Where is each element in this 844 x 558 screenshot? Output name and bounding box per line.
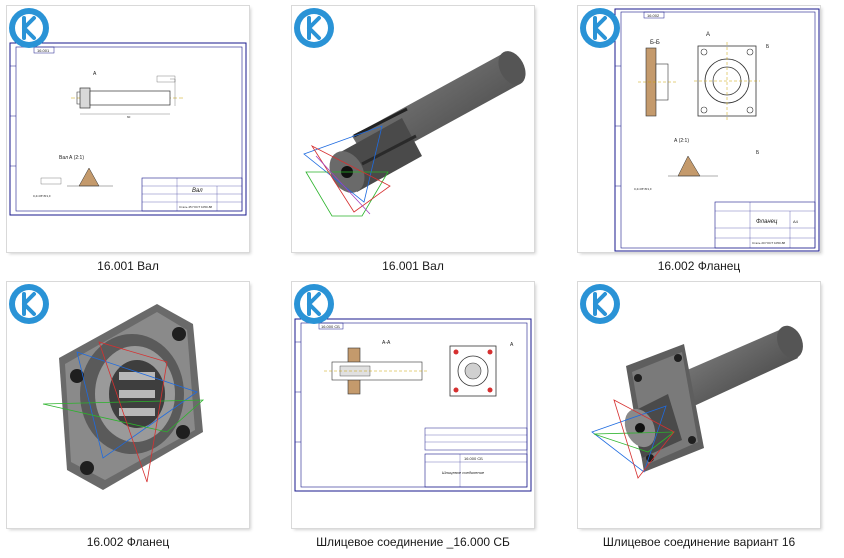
kompas-logo-icon xyxy=(580,8,620,48)
file-thumbnail xyxy=(7,282,249,528)
file-tile[interactable]: 16.001 Вал xyxy=(292,6,534,276)
svg-text:Б-Б: Б-Б xyxy=(650,40,660,46)
svg-text:Сталь 20 ГОСТ 1050-88: Сталь 20 ГОСТ 1050-88 xyxy=(752,241,785,245)
file-thumbnail: 16.002 Б-Б А Б Б А (2:1) xyxy=(578,6,820,252)
kompas-logo-icon xyxy=(294,284,334,324)
svg-text:16.001: 16.001 xyxy=(37,48,50,53)
kompas-logo-icon xyxy=(294,8,334,48)
file-thumbnail: 16.000 СБ А-А А xyxy=(292,282,534,528)
file-name: Шлицевое соединение вариант 16 xyxy=(602,535,796,549)
svg-text:0,4×45°/R1,F: 0,4×45°/R1,F xyxy=(33,194,51,198)
svg-text:А: А xyxy=(510,342,514,348)
file-tile[interactable]: 16.002 Б-Б А Б Б А (2:1) xyxy=(578,6,820,276)
svg-text:Б: Б xyxy=(756,150,760,156)
drawing-thumbnail-assembly: 16.000 СБ А-А А xyxy=(294,318,532,492)
svg-text:Шлицевое соединение: Шлицевое соединение xyxy=(442,470,485,475)
kompas-logo-icon xyxy=(9,284,49,324)
svg-text:А (2:1): А (2:1) xyxy=(674,138,689,144)
svg-text:А-А: А-А xyxy=(382,340,391,346)
svg-text:Сталь 45 ГОСТ 1050-88: Сталь 45 ГОСТ 1050-88 xyxy=(179,205,212,209)
svg-text:А: А xyxy=(706,32,710,38)
svg-text:60: 60 xyxy=(127,115,131,119)
kompas-logo-icon xyxy=(9,8,49,48)
svg-text:Вал: Вал xyxy=(192,188,203,194)
file-name: 16.001 Вал xyxy=(382,259,444,273)
file-name: Шлицевое соединение _16.000 СБ xyxy=(316,535,510,549)
drawing-thumbnail-shaft: 16.001 А 60 Вал А (2:1) 0,4×45°/R1,F xyxy=(9,42,247,216)
file-thumbnail xyxy=(292,6,534,252)
svg-text:Фланец: Фланец xyxy=(756,219,778,225)
model-thumbnail-shaft xyxy=(303,51,526,217)
svg-text:А: А xyxy=(93,71,97,77)
file-tile[interactable]: 16.002 Фланец xyxy=(7,282,249,552)
model-thumbnail-assembly xyxy=(591,325,803,479)
svg-text:0,4×45°/R1,F: 0,4×45°/R1,F xyxy=(634,187,652,191)
svg-text:А (2:1): А (2:1) xyxy=(69,155,84,161)
file-thumbnail xyxy=(578,282,820,528)
svg-text:16.002: 16.002 xyxy=(647,13,660,18)
file-tile[interactable]: 16.001 А 60 Вал А (2:1) 0,4×45°/R1,F xyxy=(7,6,249,276)
file-name: 16.002 Фланец xyxy=(86,535,170,549)
drawing-thumbnail-flange: 16.002 Б-Б А Б Б А (2:1) xyxy=(614,8,820,252)
svg-text:А4: А4 xyxy=(793,219,799,224)
file-tile[interactable]: Шлицевое соединение вариант 16 xyxy=(578,282,820,552)
svg-text:Вал: Вал xyxy=(59,155,68,161)
file-name: 16.002 Фланец xyxy=(657,259,741,273)
file-thumbnail: 16.001 А 60 Вал А (2:1) 0,4×45°/R1,F xyxy=(7,6,249,252)
kompas-logo-icon xyxy=(580,284,620,324)
svg-text:16.000 СБ: 16.000 СБ xyxy=(321,324,340,329)
svg-text:16.000 СБ: 16.000 СБ xyxy=(464,456,483,461)
file-name: 16.001 Вал xyxy=(97,259,159,273)
svg-text:Б: Б xyxy=(766,44,770,50)
model-thumbnail-flange xyxy=(42,304,205,490)
file-tile[interactable]: 16.000 СБ А-А А xyxy=(292,282,534,552)
